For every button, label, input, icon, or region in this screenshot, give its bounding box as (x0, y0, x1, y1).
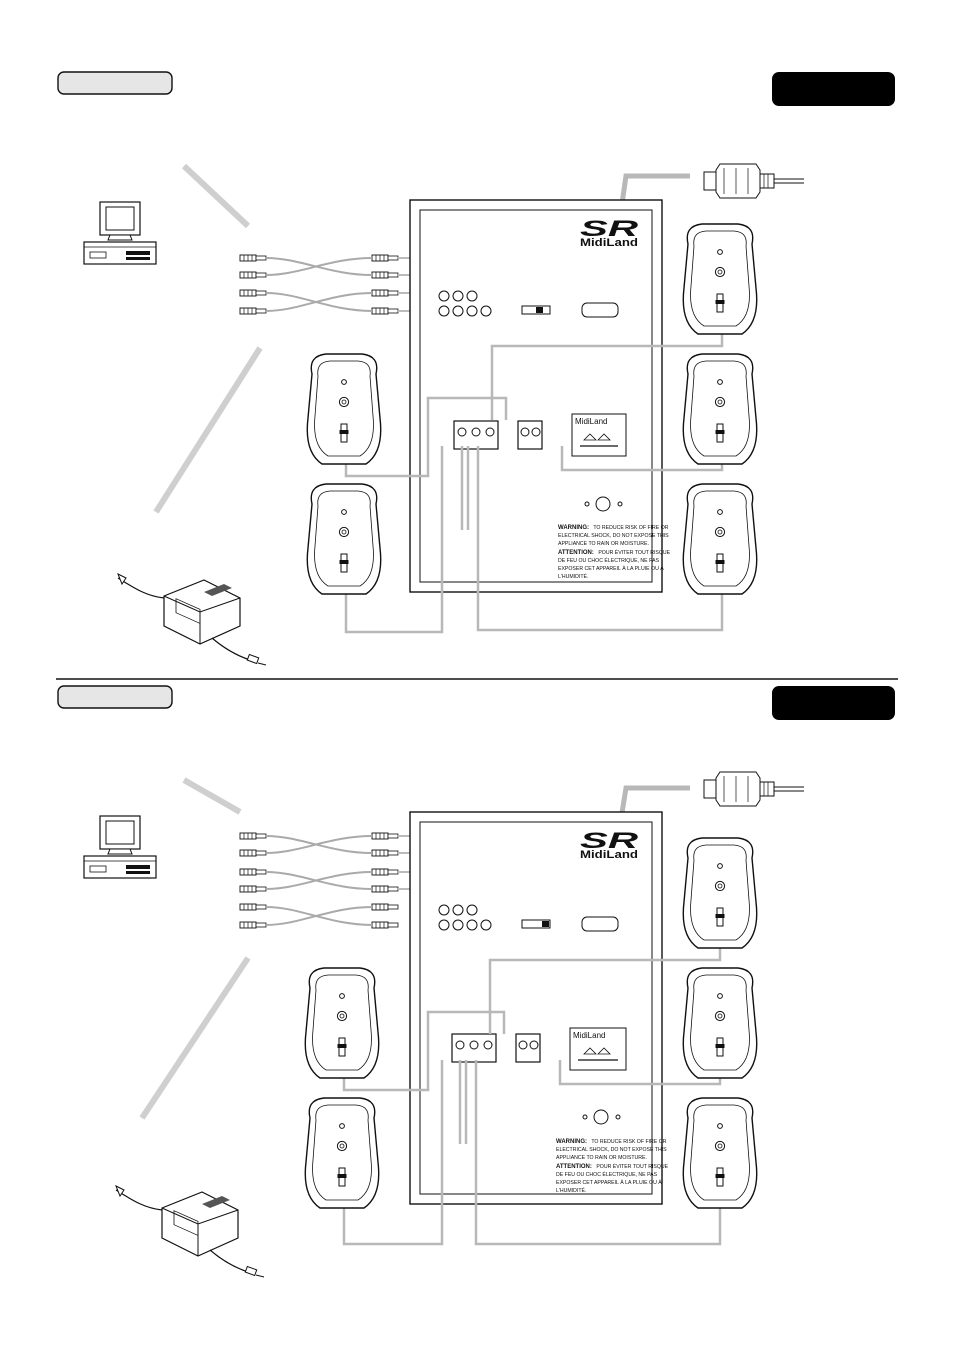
section-tab-left (57, 685, 173, 709)
satellite-speaker-icon (306, 353, 382, 465)
section-badge-right (772, 686, 895, 720)
label-plate-brand: MidiLand (575, 417, 607, 426)
warning-text: WARNING: TO REDUCE RISK OF FIRE OR ELECT… (556, 1139, 668, 1161)
logo-brand: MidiLand (580, 237, 638, 249)
satellite-speaker-icon (682, 1097, 758, 1209)
satellite-speaker-icon (304, 1097, 380, 1209)
section-badge-right (772, 72, 895, 106)
satellite-speaker-icon (304, 967, 380, 1079)
warning-text: WARNING: TO REDUCE RISK OF FIRE OR ELECT… (558, 525, 670, 547)
satellite-speaker-icon (306, 483, 382, 595)
av-source-icon (83, 201, 157, 265)
av-source-icon (83, 815, 157, 879)
attention-text: ATTENTION: POUR ÉVITER TOUT RISQUE DE FE… (556, 1163, 670, 1194)
section-bottom: SR MidiLand MidiLand WARNING: TO REDUCE … (57, 685, 895, 1278)
attention-text: ATTENTION: POUR ÉVITER TOUT RISQUE DE FE… (558, 549, 672, 580)
label-plate-brand: MidiLand (573, 1031, 605, 1040)
satellite-speaker-icon (682, 223, 758, 335)
satellite-speaker-icon (682, 353, 758, 465)
speaker-wires (342, 944, 722, 1246)
satellite-speaker-icon (682, 483, 758, 595)
satellite-speaker-icon (682, 837, 758, 949)
section-top: SR MidiLand MidiLand (57, 71, 895, 666)
logo-brand: MidiLand (580, 849, 638, 861)
serial-connector-icon (703, 163, 805, 199)
logo-mark: SR (580, 828, 638, 853)
power-adapter-icon (115, 1185, 265, 1278)
satellite-speaker-icon (682, 967, 758, 1079)
logo-mark: SR (580, 216, 638, 241)
subwoofer-back-panel: SR MidiLand MidiLand WARNING: TO REDUCE … (409, 811, 670, 1205)
subwoofer-back-panel: SR MidiLand MidiLand (409, 199, 672, 593)
power-adapter-icon (117, 573, 267, 666)
section-tab-left (57, 71, 173, 95)
serial-connector-icon (703, 771, 805, 807)
